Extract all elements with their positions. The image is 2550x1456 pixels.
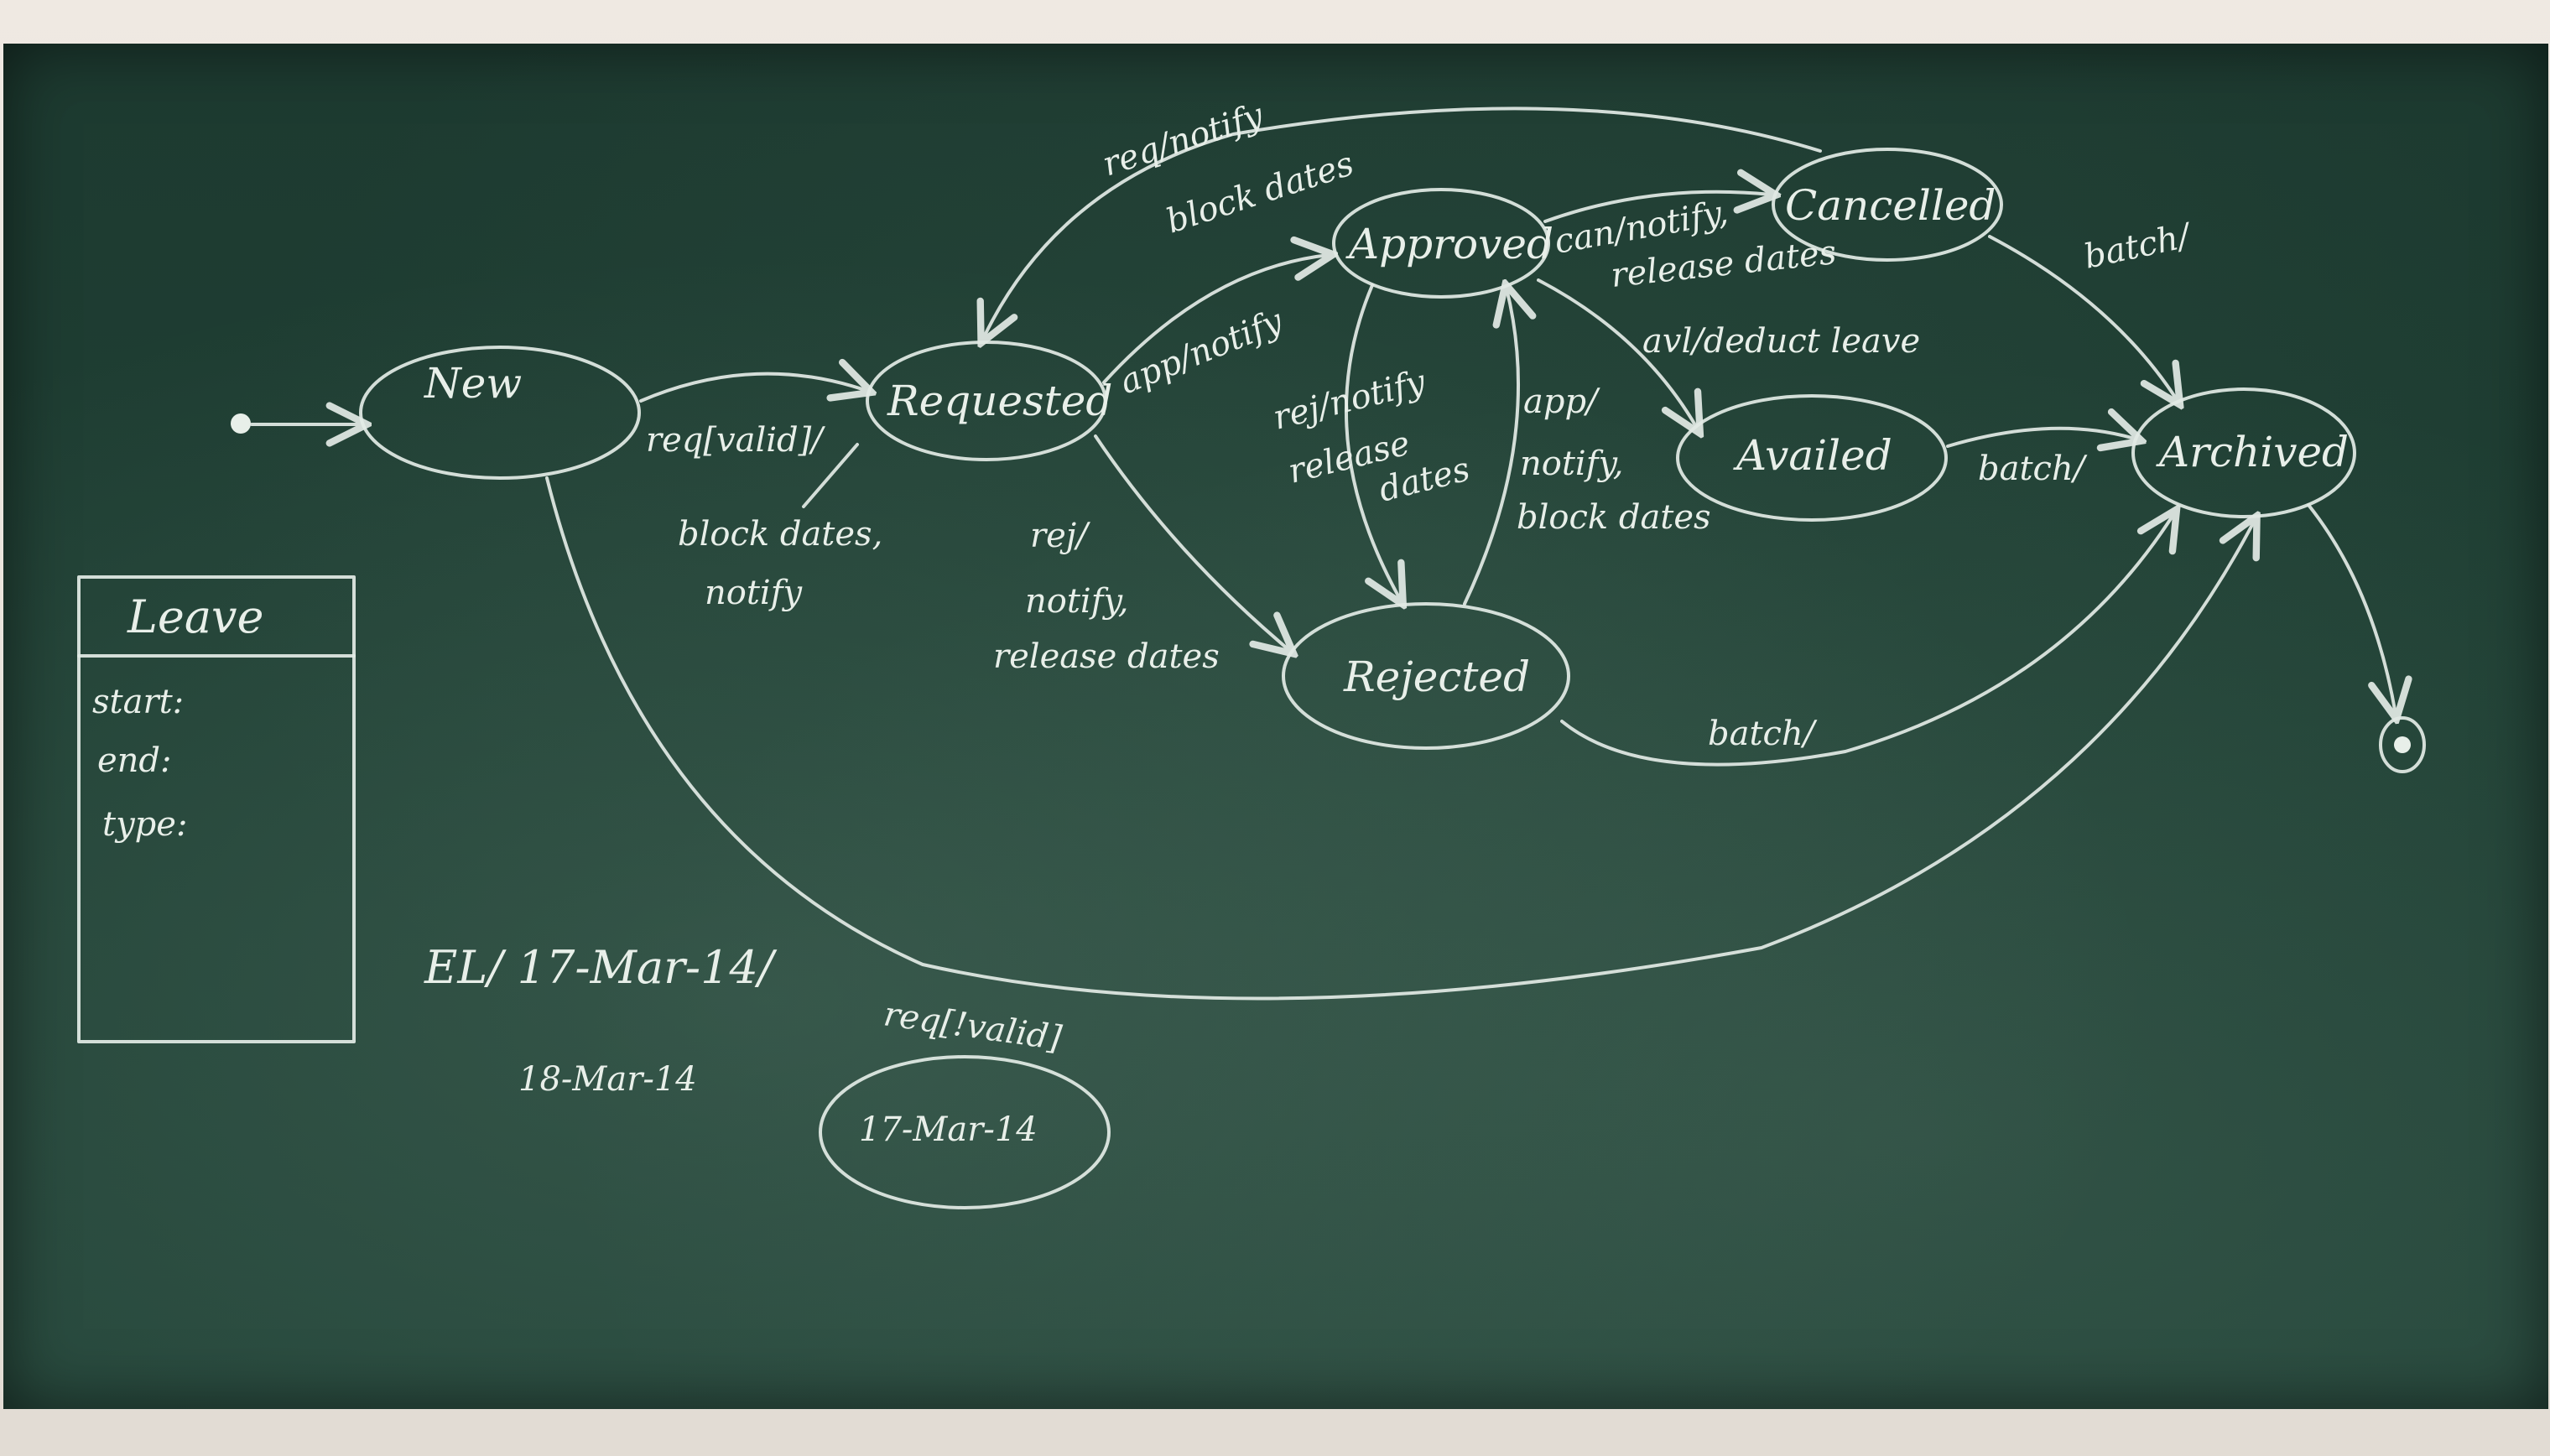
state-new	[359, 346, 641, 480]
archived-to-final-arrow	[2307, 503, 2396, 715]
rejected-to-archived-arrow	[1560, 513, 2174, 767]
approved-to-cancelled-arrow	[1543, 192, 1772, 223]
requested-to-approved-label: app/notify	[1115, 301, 1289, 402]
state-requested-label: Requested	[887, 377, 1112, 425]
new-to-requested-arrow	[639, 374, 867, 403]
state-availed	[1676, 394, 1948, 522]
new-to-requested-action-tick	[802, 443, 859, 508]
cancelled-to-requested-label-2: block dates	[1162, 144, 1358, 241]
rejected-to-approved-arrow	[1463, 289, 1518, 606]
requested-to-rejected-label-3: release dates	[993, 637, 1220, 676]
approved-to-availed-label: avl/deduct leave	[1642, 322, 1920, 361]
note-line-1: EL/ 17-Mar-14/	[424, 941, 778, 994]
class-attr-type: type:	[102, 805, 187, 844]
availed-to-archived-label: batch/	[1978, 450, 2088, 488]
rejected-to-approved-label-2: notify,	[1520, 445, 1624, 483]
cancelled-to-archived-label: batch/	[2081, 216, 2196, 277]
requested-to-rejected-label-2: notify,	[1025, 582, 1129, 621]
new-to-requested-action-2: notify	[705, 574, 804, 612]
cancelled-to-requested-arrow	[983, 107, 1822, 339]
new-to-requested-action-1: block dates,	[678, 515, 882, 554]
new-to-archived-arrow	[545, 476, 2255, 1001]
final-state-dot	[2394, 736, 2411, 753]
chalkboard	[3, 44, 2548, 1409]
note-line-2: 18-Mar-14	[518, 1060, 697, 1099]
state-archived-label: Archived	[2156, 428, 2349, 476]
state-approved-label: Approved	[1345, 220, 1553, 268]
class-box	[77, 575, 356, 1043]
state-new-label: New	[424, 359, 522, 408]
new-to-requested-label: req[valid]/	[646, 421, 825, 460]
availed-to-archived-arrow	[1946, 429, 2137, 446]
requested-to-rejected-label-1: rej/	[1030, 517, 1090, 555]
state-rejected-label: Rejected	[1343, 653, 1530, 701]
rejected-to-archived-label: batch/	[1708, 715, 1818, 753]
state-rejected	[1282, 602, 1570, 750]
requested-to-approved-arrow	[1102, 255, 1329, 384]
class-attr-end: end:	[97, 741, 172, 780]
circled-date-ring	[819, 1055, 1111, 1209]
new-to-archived-label: req[!valid]	[882, 995, 1064, 1058]
class-attr-start: start:	[92, 683, 184, 721]
approved-to-availed-arrow	[1537, 278, 1698, 429]
approved-to-rejected-arrow	[1345, 283, 1401, 601]
circled-date: 17-Mar-14	[859, 1110, 1038, 1149]
rejected-to-approved-label-1: app/	[1523, 382, 1600, 421]
cancelled-to-requested-label-1: req/notify	[1098, 96, 1269, 184]
state-availed-label: Availed	[1733, 431, 1892, 480]
cancelled-to-archived-arrow	[1988, 235, 2178, 401]
requested-to-rejected-arrow	[1094, 434, 1290, 651]
state-cancelled-label: Cancelled	[1785, 181, 1996, 230]
initial-state-dot	[231, 413, 251, 434]
rejected-to-approved-label-3: block dates	[1517, 498, 1711, 537]
class-name: Leave	[127, 590, 263, 643]
